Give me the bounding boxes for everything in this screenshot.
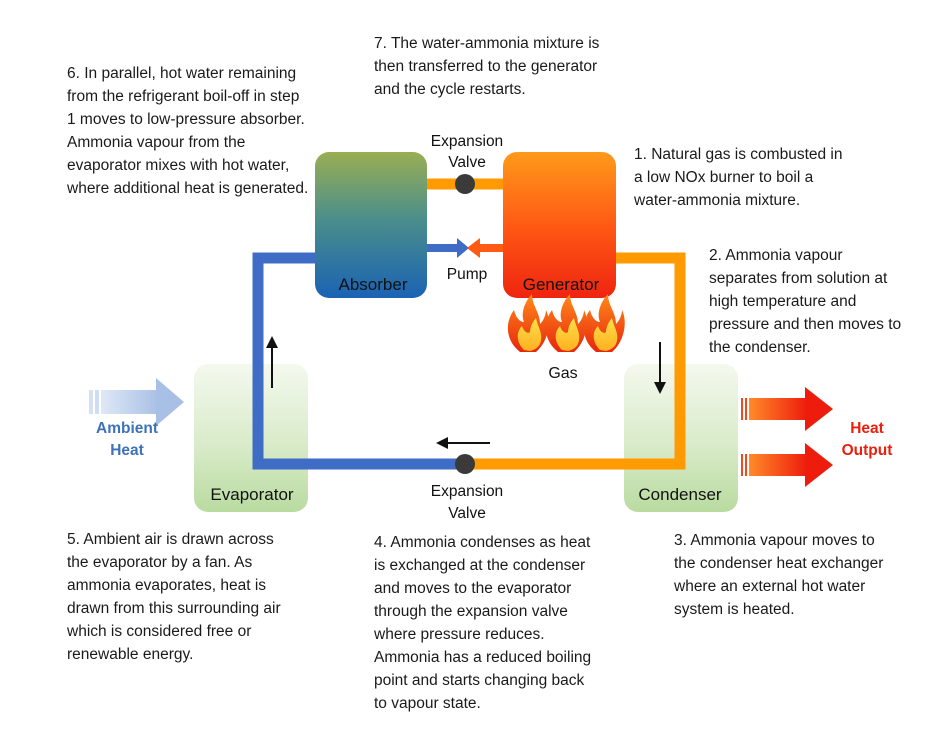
up-arrow-icon bbox=[266, 336, 278, 388]
evaporator-label: Evaporator bbox=[210, 485, 293, 504]
flame-icon bbox=[545, 294, 587, 352]
flame-icon bbox=[583, 294, 625, 352]
bottom-expansion-valve-label-line2: Valve bbox=[448, 505, 486, 522]
step-1-note: 1. Natural gas is combusted in a low NOx… bbox=[634, 146, 843, 209]
generator-box bbox=[503, 152, 616, 298]
down-arrow-icon bbox=[654, 342, 666, 394]
left-arrow-icon bbox=[436, 437, 490, 449]
heat-output-label-line1: Heat bbox=[850, 420, 884, 437]
step-5-note: 5. Ambient air is drawn across the evapo… bbox=[67, 531, 281, 663]
step-3-note: 3. Ammonia vapour moves to the condenser… bbox=[674, 532, 884, 618]
bottom-expansion-valve-label-line1: Expansion bbox=[431, 483, 503, 500]
absorber-label: Absorber bbox=[339, 275, 408, 294]
heat-output-arrow-icon bbox=[741, 387, 833, 431]
top-expansion-valve-icon bbox=[455, 174, 475, 194]
heat-output-label-line2: Output bbox=[842, 442, 893, 459]
bottom-expansion-valve-icon bbox=[455, 454, 475, 474]
pump-arrows bbox=[426, 238, 506, 258]
ambient-heat-label-line1: Ambient bbox=[96, 420, 158, 437]
evaporator-box bbox=[194, 364, 308, 512]
step-6-note: 6. In parallel, hot water remaining from… bbox=[67, 65, 309, 197]
ambient-heat-arrow-icon bbox=[89, 378, 184, 426]
heat-output-arrow-icon bbox=[741, 443, 833, 487]
condenser-label: Condenser bbox=[638, 485, 722, 504]
pump-label: Pump bbox=[447, 266, 488, 283]
gas-label: Gas bbox=[548, 365, 577, 382]
step-7-note: 7. The water-ammonia mixture is then tra… bbox=[374, 35, 600, 98]
step-4-note: 4. Ammonia condenses as heat is exchange… bbox=[374, 534, 592, 712]
generator-label: Generator bbox=[523, 275, 600, 294]
cold-pipe bbox=[252, 252, 466, 470]
top-expansion-valve-label-line1: Expansion bbox=[431, 133, 503, 150]
top-expansion-valve-label-line2: Valve bbox=[448, 154, 486, 171]
step-2-note: 2. Ammonia vapour separates from solutio… bbox=[709, 247, 902, 356]
ambient-heat-label-line2: Heat bbox=[110, 442, 144, 459]
absorber-box bbox=[315, 152, 427, 298]
flame-icon bbox=[507, 294, 549, 352]
